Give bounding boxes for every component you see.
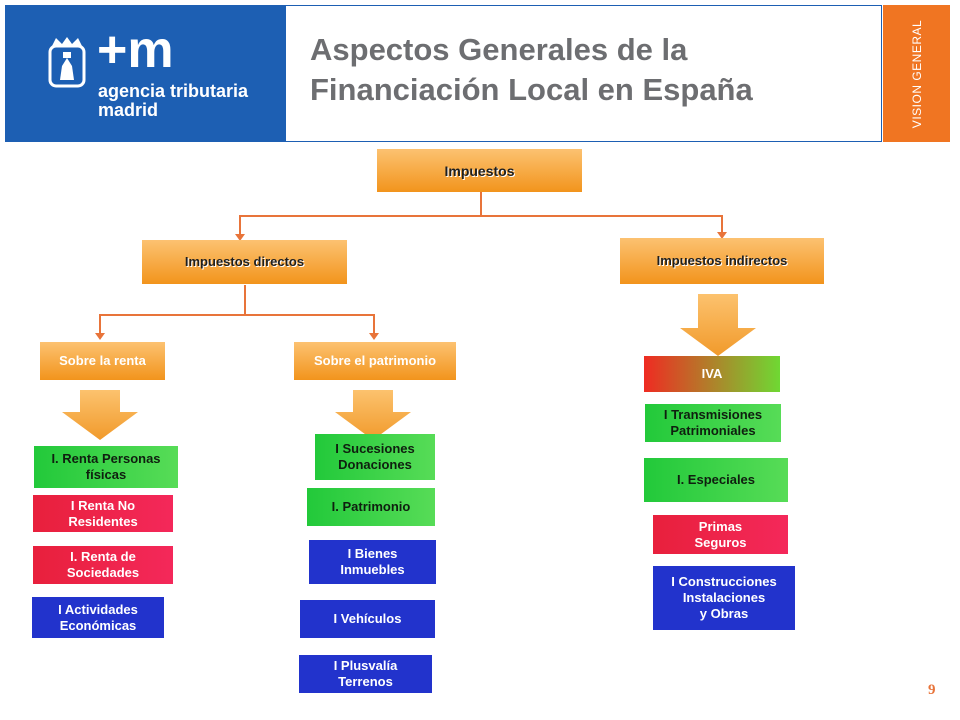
- brand-name-line2: madrid: [98, 100, 159, 120]
- brand-panel: [5, 5, 285, 142]
- leaf-especiales: I. Especiales: [644, 458, 788, 502]
- leaf-vehiculos: I Vehículos: [300, 600, 435, 638]
- leaf-renta-no-residentes: I Renta No Residentes: [33, 495, 173, 532]
- leaf-transmisiones-patrimoniales: I Transmisiones Patrimoniales: [645, 404, 781, 442]
- leaf-renta-personas-fisicas: I. Renta Personas físicas: [34, 446, 178, 488]
- title-panel: [285, 5, 882, 142]
- title-line-1: Aspectos Generales de la: [310, 32, 688, 67]
- brand-mark: +m: [97, 21, 174, 79]
- leaf-bienes-inmuebles: I Bienes Inmuebles: [309, 540, 436, 584]
- leaf-construcciones-instalaciones-obras: I Construcciones Instalaciones y Obras: [653, 566, 795, 630]
- arrow-head-renta: [95, 333, 105, 340]
- node-sobre-el-patrimonio: Sobre el patrimonio: [294, 342, 456, 380]
- arrow-head-patrimonio: [369, 333, 379, 340]
- leaf-sucesiones-donaciones: I Sucesiones Donaciones: [315, 434, 435, 480]
- node-impuestos-indirectos: Impuestos indirectos: [620, 238, 824, 284]
- down-arrow-patrimonio: [335, 390, 411, 440]
- brand-name-line1: agencia tributaria: [98, 81, 249, 101]
- leaf-renta-sociedades: I. Renta de Sociedades: [33, 546, 173, 584]
- arrow-head-indirectos: [717, 232, 727, 239]
- page-title: Aspectos Generales de la Financiación Lo…: [310, 30, 870, 110]
- arrow-head-directos: [235, 234, 245, 241]
- side-band: [883, 5, 950, 142]
- leaf-primas-seguros: Primas Seguros: [653, 515, 788, 554]
- page-number: 9: [928, 682, 936, 698]
- leaf-patrimonio: I. Patrimonio: [307, 488, 435, 526]
- leaf-actividades-economicas: I Actividades Económicas: [32, 597, 164, 638]
- down-arrow-renta: [62, 390, 138, 440]
- leaf-iva: IVA: [644, 356, 780, 392]
- node-sobre-la-renta: Sobre la renta: [40, 342, 165, 380]
- madrid-crest-icon: [48, 37, 86, 88]
- down-arrow-indirectos: [680, 294, 756, 356]
- node-impuestos: Impuestos: [377, 149, 582, 192]
- leaf-plusvalia-terrenos: I Plusvalía Terrenos: [299, 655, 432, 693]
- title-line-2: Financiación Local en España: [310, 72, 753, 107]
- node-impuestos-directos: Impuestos directos: [142, 240, 347, 284]
